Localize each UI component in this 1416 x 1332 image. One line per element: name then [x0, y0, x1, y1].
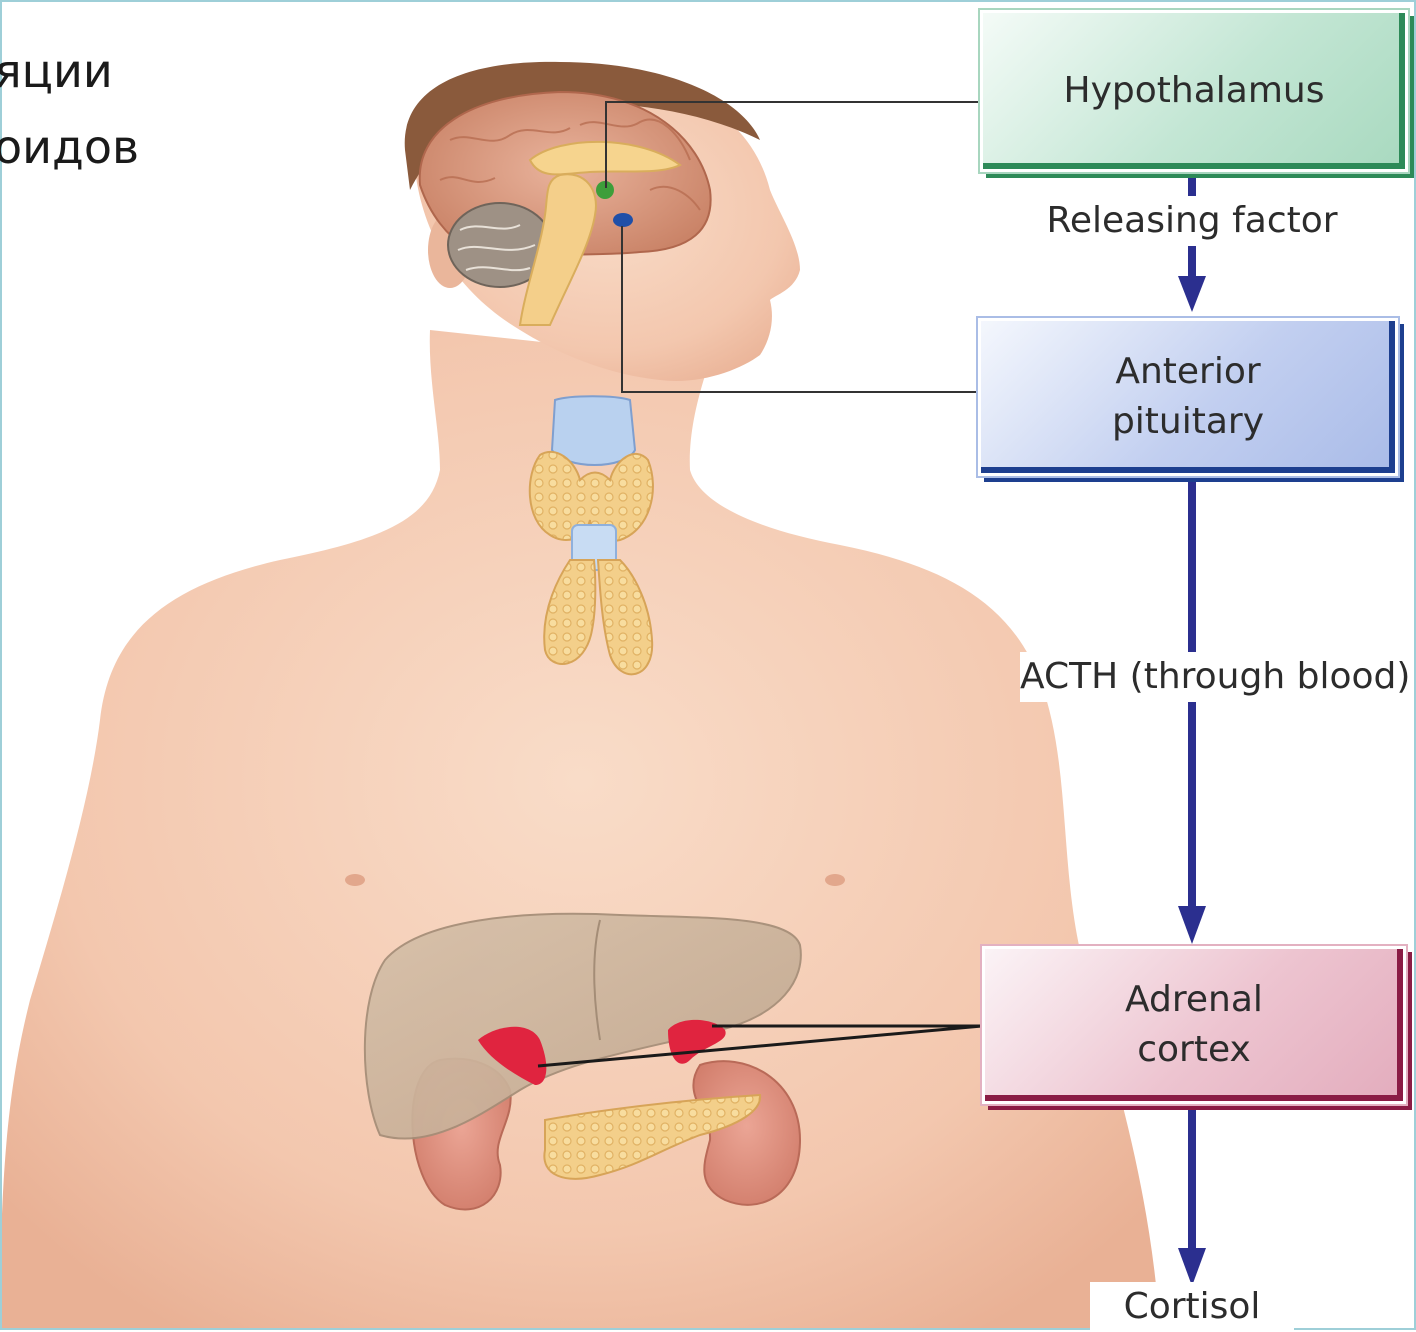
acth-label: ACTH (through blood)	[1020, 652, 1364, 702]
hypothalamus-box: Hypothalamus	[980, 10, 1408, 172]
anterior-pituitary-box: Anterior pituitary	[978, 318, 1398, 476]
anterior-pituitary-label-line-2: pituitary	[1112, 397, 1264, 447]
larynx	[552, 396, 635, 465]
left-nipple	[345, 874, 365, 886]
arrow-adr-to-cortisol-head	[1178, 1248, 1206, 1286]
adrenal-cortex-label-line-2: cortex	[1125, 1025, 1263, 1075]
anterior-pituitary-label-line-1: Anterior	[1112, 347, 1264, 397]
arrow-hypo-to-pit-head	[1178, 276, 1206, 312]
acth-label-line-1: ACTH	[1020, 656, 1118, 697]
arrow-pit-to-adr-head	[1178, 906, 1206, 944]
right-nipple	[825, 874, 845, 886]
slide-text-line-1: яции	[0, 44, 113, 98]
pituitary-spot	[613, 213, 633, 227]
slide-text-line-2: оидов	[0, 120, 139, 174]
releasing-factor-label: Releasing factor	[1030, 196, 1354, 246]
hypothalamus-label: Hypothalamus	[1064, 66, 1325, 116]
adrenal-cortex-label-line-1: Adrenal	[1125, 975, 1263, 1025]
cortisol-label: Cortisol	[1090, 1282, 1294, 1332]
acth-label-line-2: (through blood)	[1130, 656, 1411, 697]
adrenal-cortex-box: Adrenal cortex	[982, 946, 1406, 1104]
